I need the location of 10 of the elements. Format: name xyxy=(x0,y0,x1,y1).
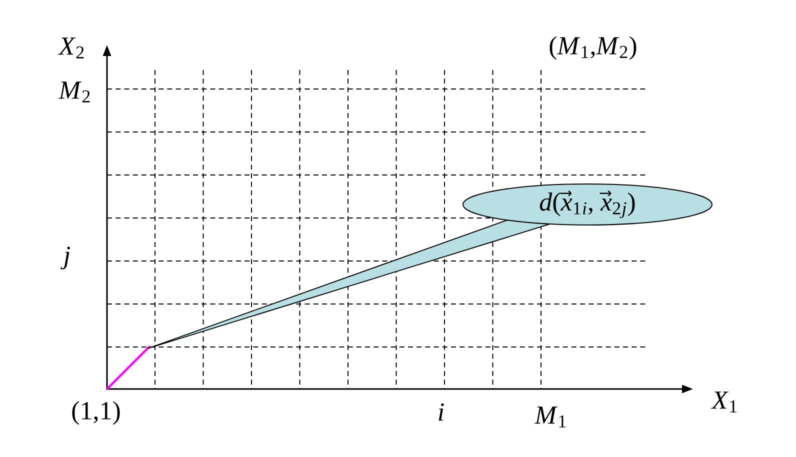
origin-label: (1,1) xyxy=(72,401,120,425)
coordinate-label: (M$_{1}$,M$_{2}$) xyxy=(550,36,636,60)
path-segment xyxy=(106,344,152,390)
tick-label: M$_{1}$ xyxy=(534,406,566,428)
tick-label: i xyxy=(438,403,444,421)
callout-pointer xyxy=(146,220,550,350)
axis-label: X$_{2}$ xyxy=(58,38,84,58)
axis-label: X$_{1}$ xyxy=(710,392,737,412)
tick-label: j xyxy=(60,246,70,270)
tick-label: M$_{2}$ xyxy=(58,82,90,102)
